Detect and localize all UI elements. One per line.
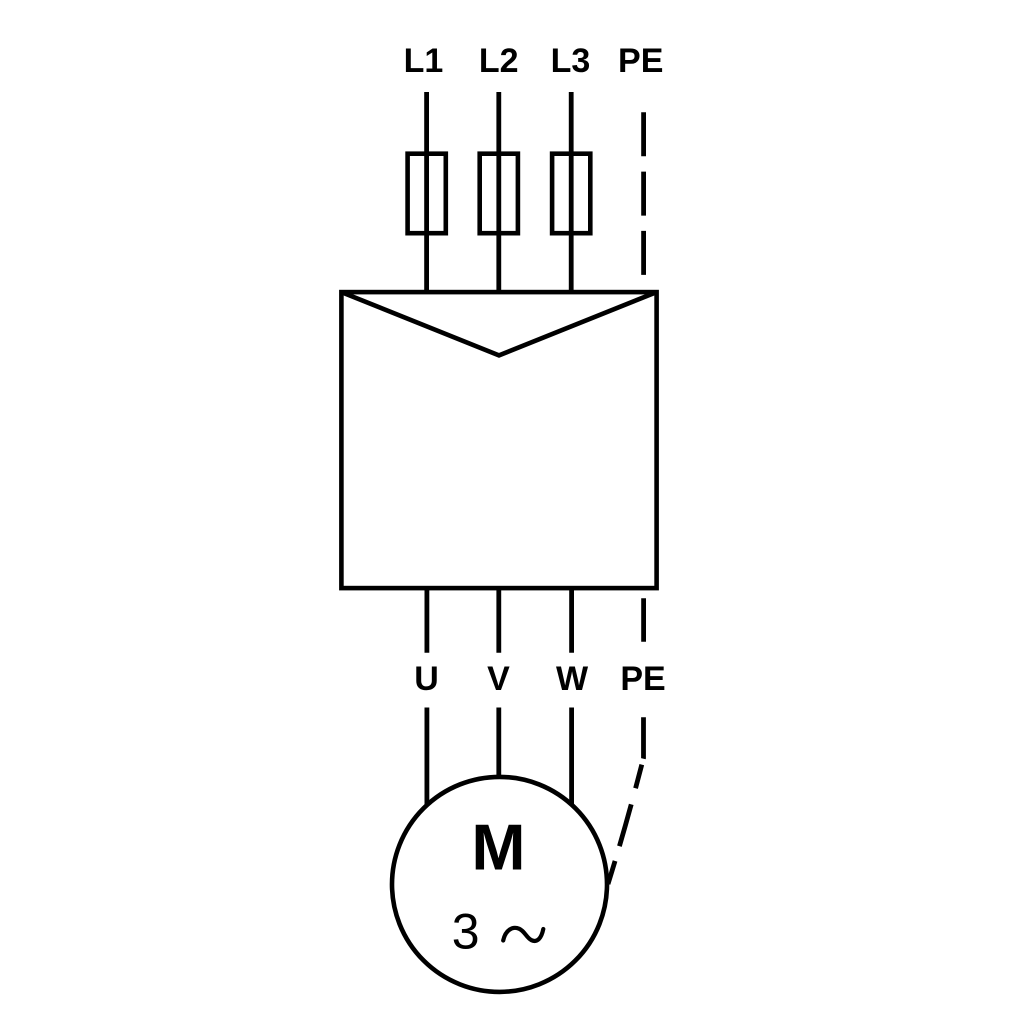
converter-outline	[339, 289, 659, 591]
label-u: U	[414, 660, 439, 698]
label-v: V	[487, 660, 510, 698]
fuses	[405, 151, 593, 236]
label-l2: L2	[479, 42, 519, 80]
supply-wires	[424, 92, 646, 293]
motor-phase-count: 3	[452, 903, 480, 959]
label-w: W	[556, 660, 589, 698]
fuse-l3	[549, 151, 593, 236]
label-l1: L1	[404, 42, 444, 80]
converter-box	[339, 289, 659, 591]
fuse-l1	[405, 151, 449, 236]
motor-circle	[389, 774, 610, 995]
output-labels: U V W PE	[414, 660, 665, 698]
ac-wave-icon	[501, 925, 546, 943]
output-wires	[424, 588, 646, 653]
motor-letter: M	[471, 810, 525, 883]
fuse-l2	[477, 151, 521, 236]
converter-flap	[340, 289, 658, 358]
supply-labels: L1 L2 L3 PE	[404, 42, 664, 80]
motor-wire-pe-dashed	[605, 717, 646, 885]
label-pe-bottom: PE	[620, 660, 665, 698]
motor-wires	[424, 707, 646, 885]
motor-symbol: M 3	[389, 774, 610, 995]
label-pe-top: PE	[618, 42, 663, 80]
label-l3: L3	[551, 42, 591, 80]
